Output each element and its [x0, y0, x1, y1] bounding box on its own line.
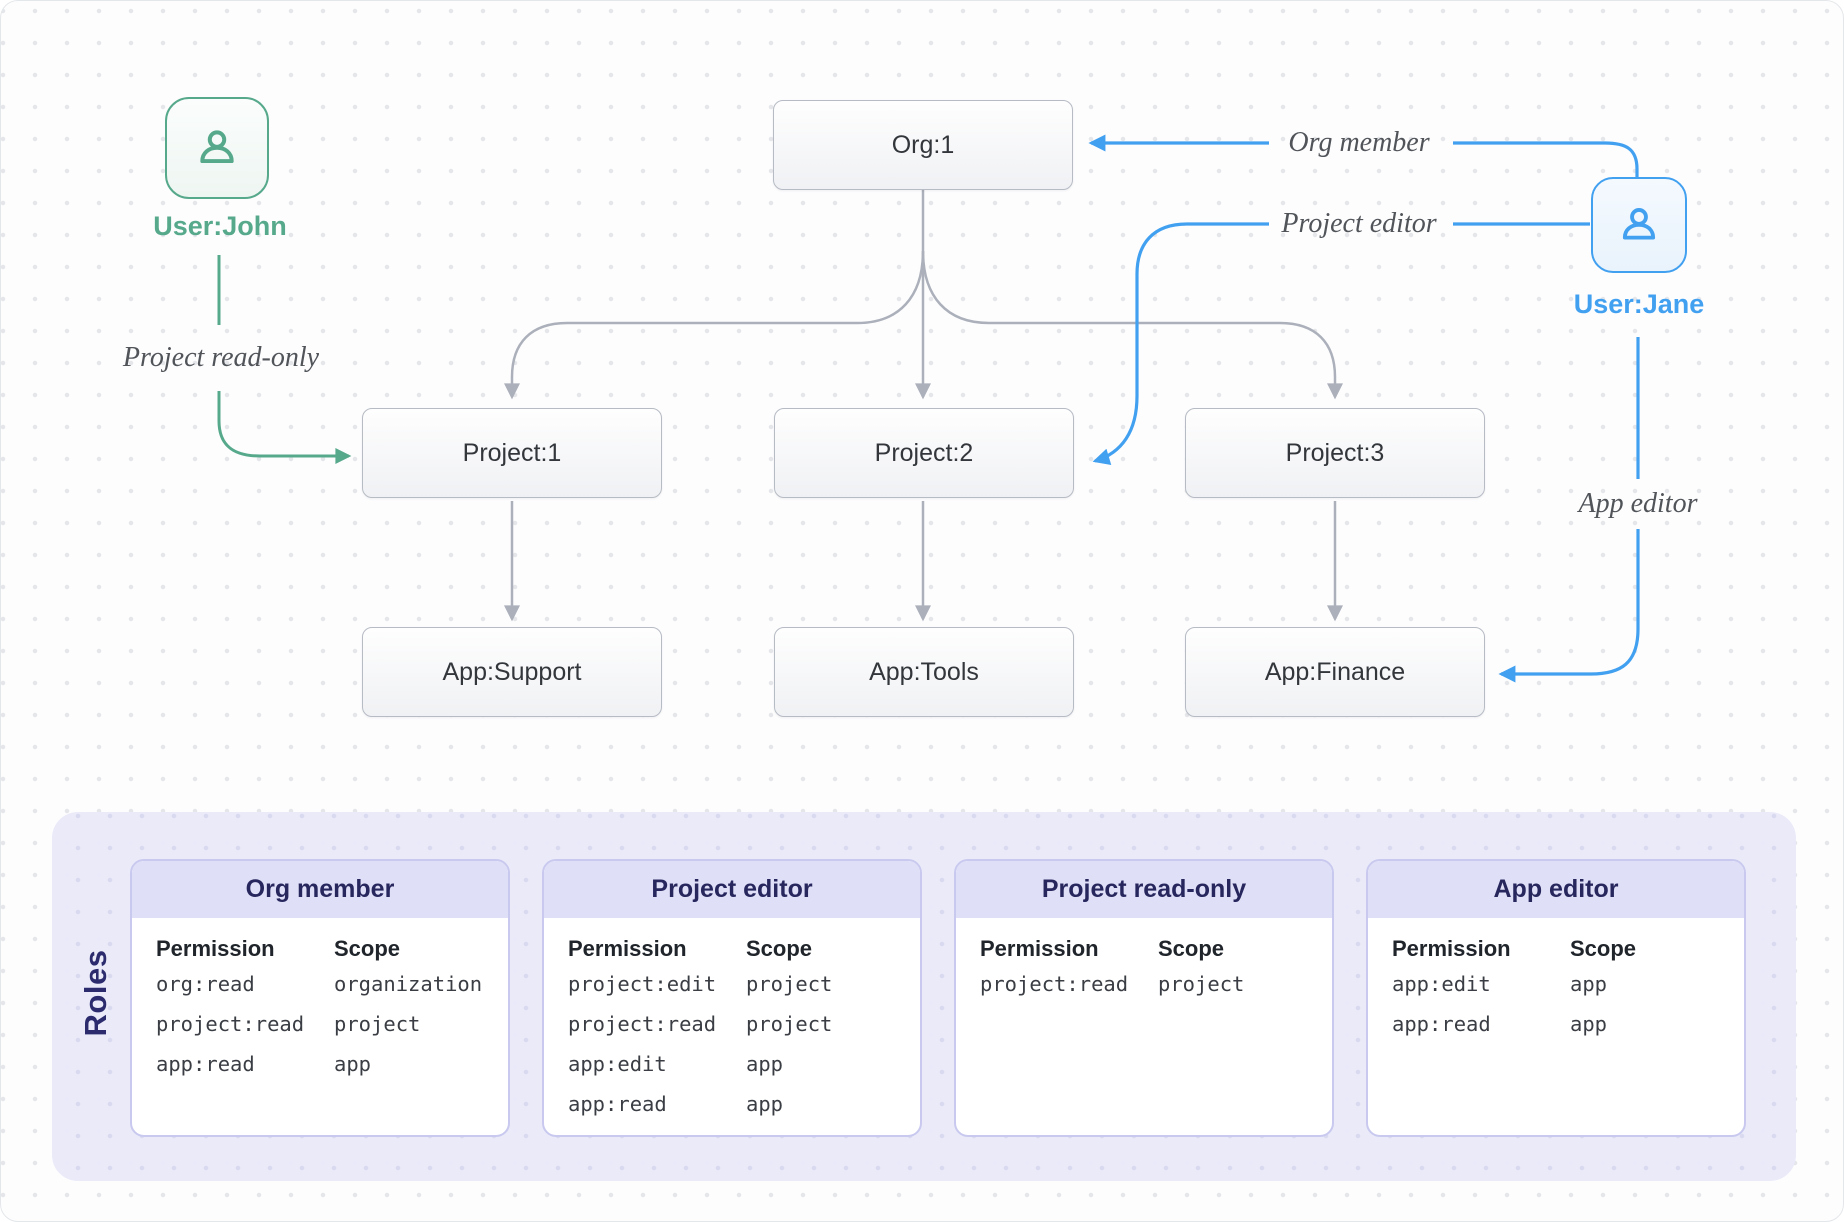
- permission-cell: app:read: [568, 1092, 667, 1116]
- table-row: project:read project: [568, 1004, 910, 1044]
- person-icon: [1622, 208, 1656, 240]
- scope-cell: app: [746, 1052, 784, 1076]
- user-jane-avatar: [1591, 177, 1687, 273]
- scope-cell: project: [746, 972, 833, 996]
- node-org-1: Org:1: [773, 100, 1073, 190]
- scope-cell: app: [334, 1052, 372, 1076]
- role-table-headers: Permission Scope: [156, 934, 498, 964]
- column-header-scope: Scope: [334, 936, 401, 961]
- table-row: org:read organization: [156, 964, 498, 1004]
- person-icon: [200, 130, 234, 164]
- role-table-headers: Permission Scope: [1392, 934, 1734, 964]
- role-card-table: Permission Scope project:edit project pr…: [544, 918, 920, 1124]
- role-card-project-editor: Project editor Permission Scope project:…: [542, 859, 922, 1137]
- node-app-finance: App:Finance: [1185, 627, 1485, 717]
- node-app-support: App:Support: [362, 627, 662, 717]
- role-card-title: Project editor: [544, 861, 920, 918]
- permission-cell: app:read: [156, 1052, 255, 1076]
- permission-cell: org:read: [156, 972, 255, 996]
- edge-label-project-read-only: Project read-only: [122, 342, 320, 373]
- role-table-headers: Permission Scope: [568, 934, 910, 964]
- table-row: app:read app: [156, 1044, 498, 1084]
- role-card-org-member: Org member Permission Scope org:read org…: [130, 859, 510, 1137]
- role-card-title: Org member: [132, 861, 508, 918]
- edge-label-org-member: Org member: [1288, 127, 1430, 158]
- role-card-title: App editor: [1368, 861, 1744, 918]
- role-card-table: Permission Scope app:edit app app:read a…: [1368, 918, 1744, 1044]
- role-card-project-read-only: Project read-only Permission Scope proje…: [954, 859, 1334, 1137]
- user-john-label: User:John: [153, 211, 287, 241]
- table-row: app:read app: [568, 1084, 910, 1124]
- column-header-permission: Permission: [156, 936, 275, 961]
- node-project-2: Project:2: [774, 408, 1074, 498]
- column-header-scope: Scope: [1158, 936, 1225, 961]
- table-row: app:edit app: [1392, 964, 1734, 1004]
- column-header-permission: Permission: [1392, 936, 1511, 961]
- user-jane-label: User:Jane: [1573, 289, 1705, 319]
- permission-cell: app:read: [1392, 1012, 1491, 1036]
- scope-cell: organization: [334, 972, 483, 996]
- node-project-3: Project:3: [1185, 408, 1485, 498]
- role-card-table: Permission Scope org:read organization p…: [132, 918, 508, 1084]
- edge-label-project-editor: Project editor: [1281, 208, 1437, 239]
- table-row: project:read project: [156, 1004, 498, 1044]
- column-header-scope: Scope: [1570, 936, 1637, 961]
- column-header-permission: Permission: [568, 936, 687, 961]
- edge-label-app-editor: App editor: [1578, 488, 1698, 519]
- table-row: project:edit project: [568, 964, 910, 1004]
- role-table-headers: Permission Scope: [980, 934, 1322, 964]
- table-row: app:read app: [1392, 1004, 1734, 1044]
- table-row: app:edit app: [568, 1044, 910, 1084]
- permission-cell: app:edit: [1392, 972, 1491, 996]
- scope-cell: project: [334, 1012, 421, 1036]
- column-header-permission: Permission: [980, 936, 1099, 961]
- user-john-avatar: [165, 97, 269, 199]
- permission-cell: project:read: [568, 1012, 717, 1036]
- scope-cell: app: [1570, 972, 1608, 996]
- permission-cell: app:edit: [568, 1052, 667, 1076]
- scope-cell: project: [1158, 972, 1245, 996]
- scope-cell: app: [746, 1092, 784, 1116]
- node-project-1: Project:1: [362, 408, 662, 498]
- org-to-project-edges: [504, 188, 1343, 622]
- roles-panel-title: Roles: [78, 949, 113, 1037]
- role-card-title: Project read-only: [956, 861, 1332, 918]
- scope-cell: app: [1570, 1012, 1608, 1036]
- scope-cell: project: [746, 1012, 833, 1036]
- node-app-tools: App:Tools: [774, 627, 1074, 717]
- table-row: project:read project: [980, 964, 1322, 1004]
- permission-cell: project:read: [980, 972, 1129, 996]
- column-header-scope: Scope: [746, 936, 813, 961]
- permission-cell: project:edit: [568, 972, 717, 996]
- role-card-app-editor: App editor Permission Scope app:edit app…: [1366, 859, 1746, 1137]
- permission-cell: project:read: [156, 1012, 305, 1036]
- role-card-table: Permission Scope project:read project: [956, 918, 1332, 1004]
